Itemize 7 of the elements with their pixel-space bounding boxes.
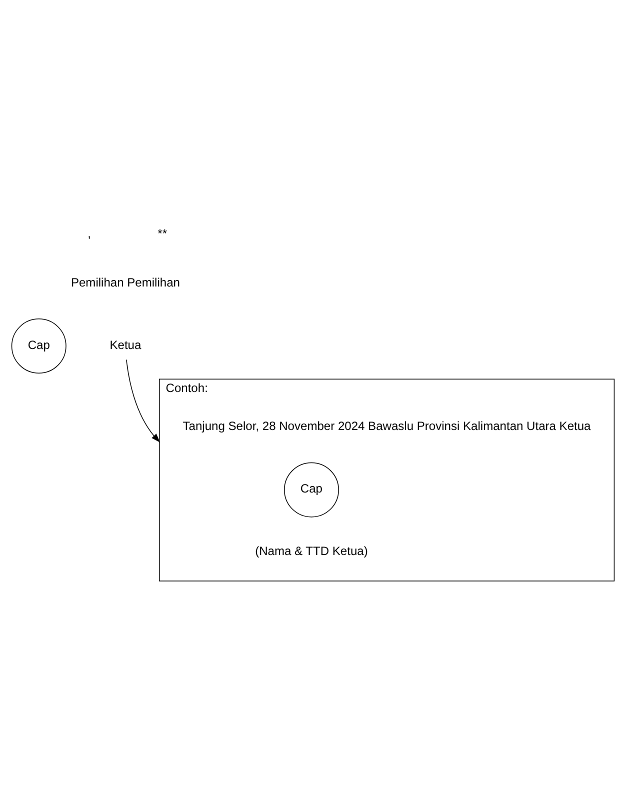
label: , xyxy=(88,226,92,240)
label: Pemilihan Pemilihan xyxy=(70,274,180,289)
node-circle: Cap xyxy=(284,462,339,517)
arrow xyxy=(126,358,160,442)
node-circle: Cap xyxy=(11,318,66,373)
label: ** xyxy=(158,226,168,240)
node-text: Ketua xyxy=(110,337,142,352)
